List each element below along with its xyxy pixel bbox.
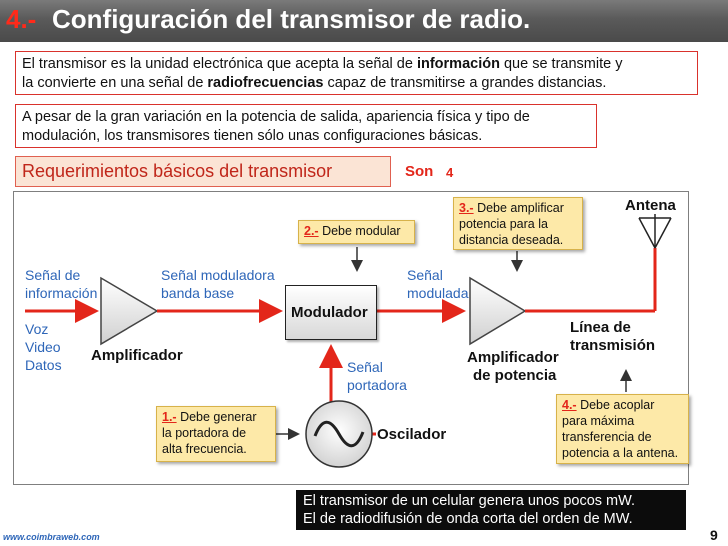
antenna-label: Antena bbox=[625, 197, 676, 214]
requirements-count: 4 bbox=[446, 165, 454, 180]
power-fact-cellular: El transmisor de un celular genera unos … bbox=[303, 493, 636, 509]
intro-text: que se transmite y bbox=[499, 56, 623, 72]
note-1: 1.- Debe generar la portadora de alta fr… bbox=[156, 406, 276, 462]
variation-box bbox=[15, 104, 597, 148]
note-1-text: la portadora de bbox=[162, 426, 247, 440]
note-2-text: Debe modular bbox=[318, 224, 401, 238]
transmission-line-text: Línea de bbox=[570, 319, 631, 336]
note-4-text: potencia a la antena. bbox=[562, 446, 679, 460]
intro-bold-rf: radiofrecuencias bbox=[207, 75, 324, 91]
baseband-line: banda base bbox=[161, 285, 235, 301]
intro-line-2: la convierte en una señal de radiofrecue… bbox=[22, 74, 606, 93]
intro-text: El transmisor es la unidad electrónica q… bbox=[22, 56, 417, 72]
power-amp-label: Amplificador de potencia bbox=[467, 349, 559, 385]
power-amp-line: Amplificador bbox=[467, 349, 559, 366]
modulated-line: Señal bbox=[407, 267, 443, 283]
baseband-label: Señal moduladora banda base bbox=[161, 266, 275, 302]
modulator-box bbox=[285, 285, 377, 340]
site-link[interactable]: www.coimbraweb.com bbox=[3, 532, 100, 542]
note-2-number: 2.- bbox=[304, 224, 319, 238]
carrier-line: Señal bbox=[347, 359, 383, 375]
note-4: 4.- Debe acoplar para máxima transferenc… bbox=[556, 394, 689, 464]
info-types-list: Voz Video Datos bbox=[25, 320, 62, 374]
title-bar bbox=[0, 0, 728, 42]
modulated-label: Señal modulada bbox=[407, 266, 469, 302]
transmission-line-label: Línea de transmisión bbox=[570, 319, 655, 355]
requirements-label: Requerimientos básicos del transmisor bbox=[22, 161, 333, 181]
power-facts-text: El transmisor de un celular genera unos … bbox=[303, 492, 635, 528]
amplifier-label: Amplificador bbox=[91, 347, 183, 364]
oscillator-label: Oscilador bbox=[377, 426, 447, 443]
antenna-icon bbox=[638, 214, 672, 249]
note-1-text: alta frecuencia. bbox=[162, 442, 247, 456]
power-facts-box bbox=[296, 490, 686, 530]
carrier-line: portadora bbox=[347, 377, 407, 393]
slide-number: 4.- bbox=[6, 4, 37, 34]
power-fact-shortwave: El de radiodifusión de onda corta del or… bbox=[303, 511, 633, 527]
modulator-label: Modulador bbox=[291, 304, 368, 321]
requirements-box bbox=[15, 156, 391, 187]
info-signal-line: información bbox=[25, 285, 98, 301]
intro-line-1: El transmisor es la unidad electrónica q… bbox=[22, 55, 622, 74]
requirements-son: Son bbox=[405, 163, 434, 180]
power-amp-triangle bbox=[469, 276, 527, 346]
info-signal-label: Señal de información bbox=[25, 266, 97, 302]
note-3-text: Debe amplificar bbox=[473, 201, 564, 215]
slide-title: Configuración del transmisor de radio. bbox=[52, 4, 531, 34]
info-type-video: Video bbox=[25, 339, 61, 355]
note-3-text: distancia deseada. bbox=[459, 233, 564, 247]
intro-bold-info: información bbox=[416, 56, 500, 72]
note-3-text: potencia para la bbox=[459, 217, 548, 231]
carrier-label: Señal portadora bbox=[347, 358, 407, 394]
intro-text: capaz de transmitirse a grandes distanci… bbox=[323, 75, 607, 91]
info-type-data: Datos bbox=[25, 357, 62, 373]
intro-box bbox=[15, 51, 698, 95]
note-4-number: 4.- bbox=[562, 398, 577, 412]
note-3-number: 3.- bbox=[459, 201, 474, 215]
note-2: 2.- Debe modular bbox=[298, 220, 415, 244]
info-signal-line: Señal de bbox=[25, 267, 81, 283]
note-1-number: 1.- bbox=[162, 410, 177, 424]
power-amp-line: de potencia bbox=[473, 367, 557, 384]
info-type-voice: Voz bbox=[25, 321, 49, 337]
note-4-text: transferencia de bbox=[562, 430, 652, 444]
baseband-line: Señal moduladora bbox=[161, 267, 275, 283]
note-3: 3.- Debe amplificar potencia para la dis… bbox=[453, 197, 583, 250]
variation-line-2: modulación, los transmisores tienen sólo… bbox=[22, 128, 483, 144]
sine-wave-icon bbox=[313, 420, 365, 448]
note-4-text: para máxima bbox=[562, 414, 635, 428]
amplifier-triangle bbox=[100, 276, 159, 346]
note-1-text: Debe generar bbox=[176, 410, 257, 424]
modulated-line: modulada bbox=[407, 285, 469, 301]
note-4-text: Debe acoplar bbox=[576, 398, 655, 412]
page-number: 9 bbox=[710, 527, 718, 543]
variation-line-1: A pesar de la gran variación en la poten… bbox=[22, 109, 530, 125]
intro-text: la convierte en una señal de bbox=[22, 75, 208, 91]
transmission-line-text: transmisión bbox=[570, 337, 656, 354]
